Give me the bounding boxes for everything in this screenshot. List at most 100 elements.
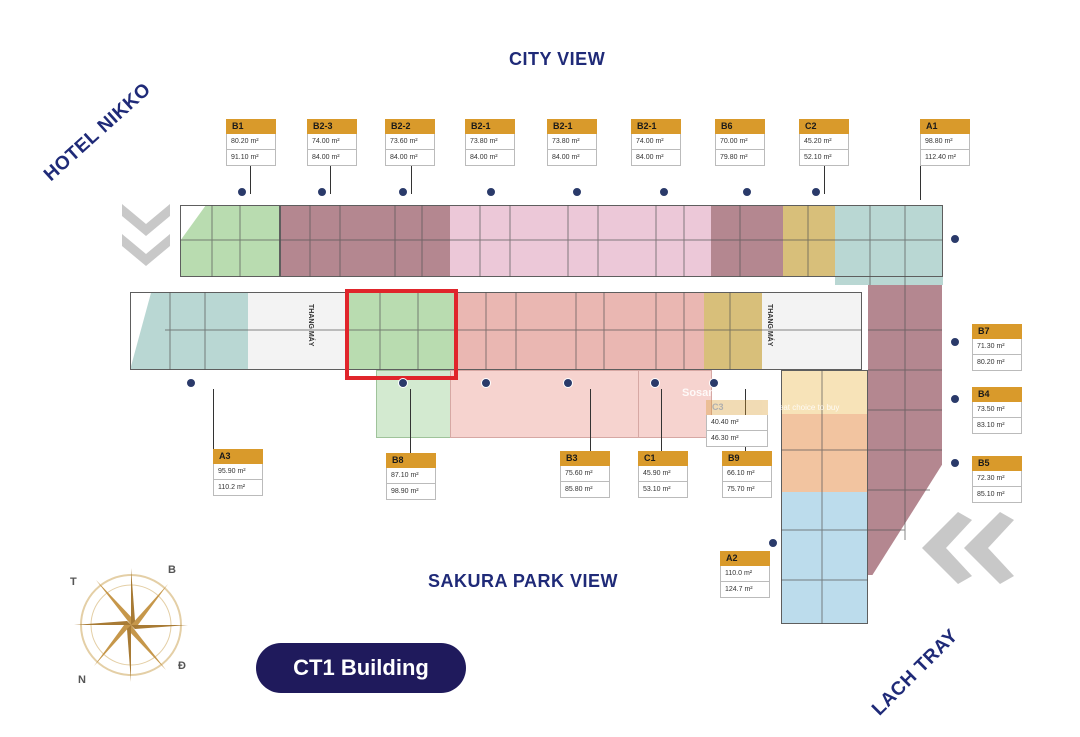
unit-code: B2-1 [631,119,681,134]
unit-marker-b9[interactable] [709,378,719,388]
plan-outline [280,205,943,277]
unit-tag-b2-2[interactable]: B2-2 73.60 m² 84.00 m² [385,119,435,166]
unit-b2-3-block [280,205,365,277]
unit-tag-b2-3[interactable]: B2-3 74.00 m² 84.00 m² [307,119,357,166]
unit-code: B8 [386,453,436,468]
unit-area-1: 95.90 m² [213,464,263,480]
unit-tag-b1[interactable]: B1 80.20 m² 91.10 m² [226,119,276,166]
unit-code: C1 [638,451,688,466]
unit-marker-b3-2[interactable] [563,378,573,388]
unit-code: B1 [226,119,276,134]
unit-code: A2 [720,551,770,566]
unit-code: B6 [715,119,765,134]
unit-area-2: 84.00 m² [385,150,435,166]
unit-c3-block [781,370,868,414]
unit-tag-b9[interactable]: B9 66.10 m² 75.70 m² [722,451,772,498]
unit-area-1: 74.00 m² [631,134,681,150]
unit-marker-b7[interactable] [950,337,960,347]
unit-marker-a2[interactable] [768,538,778,548]
unit-area-1: 71.30 m² [972,339,1022,355]
plan-outline [781,370,868,624]
selected-unit-highlight[interactable] [345,289,458,380]
unit-marker-a1[interactable] [950,234,960,244]
unit-code: A3 [213,449,263,464]
city-view-label: CITY VIEW [509,49,606,69]
leader-line [411,160,412,194]
unit-a1-block [835,205,943,285]
left-core-block [248,292,346,370]
compass-label-n: N [78,674,86,686]
unit-marker-b2-1-1[interactable] [486,187,496,197]
unit-area-1: 110.0 m² [720,566,770,582]
unit-area-2: 84.00 m² [465,150,515,166]
unit-code: B7 [972,324,1022,339]
leader-line [330,160,331,194]
building-label: CT1 Building [256,643,466,693]
unit-area-1: 45.90 m² [638,466,688,482]
unit-area-1: 87.10 m² [386,468,436,484]
unit-area-2: 75.70 m² [722,482,772,498]
unit-code: B4 [972,387,1022,402]
unit-tag-b6[interactable]: B6 70.00 m² 79.80 m² [715,119,765,166]
right-core-block [762,292,862,370]
watermark-brand: Sosanhnha.com [682,387,767,399]
leader-line [920,160,921,200]
unit-tag-b4[interactable]: B4 73.50 m² 83.10 m² [972,387,1022,434]
unit-marker-b2-2[interactable] [398,187,408,197]
unit-b2-2-block [365,205,450,277]
unit-area-1: 45.20 m² [799,134,849,150]
unit-area-1: 75.60 m² [560,466,610,482]
unit-tag-b7[interactable]: B7 71.30 m² 80.20 m² [972,324,1022,371]
unit-tag-b2-1-1[interactable]: B2-1 73.80 m² 84.00 m² [465,119,515,166]
unit-b6-block [711,205,783,277]
unit-marker-a3[interactable] [186,378,196,388]
unit-marker-b2-1-2[interactable] [572,187,582,197]
unit-area-2: 83.10 m² [972,418,1022,434]
unit-tag-b5[interactable]: B5 72.30 m² 85.10 m² [972,456,1022,503]
unit-area-2: 53.10 m² [638,482,688,498]
unit-tag-b2-1-2[interactable]: B2-1 73.80 m² 84.00 m² [547,119,597,166]
plan-outline [130,292,862,370]
unit-marker-c2[interactable] [811,187,821,197]
unit-tag-a3[interactable]: A3 95.90 m² 110.2 m² [213,449,263,496]
unit-area-1: 73.60 m² [385,134,435,150]
leader-line [661,389,662,451]
unit-tag-b8[interactable]: B8 87.10 m² 98.90 m² [386,453,436,500]
unit-marker-b6[interactable] [742,187,752,197]
unit-marker-b5[interactable] [950,458,960,468]
unit-code: B2-3 [307,119,357,134]
unit-marker-b3-1[interactable] [481,378,491,388]
unit-marker-b1[interactable] [237,187,247,197]
unit-tag-a2[interactable]: A2 110.0 m² 124.7 m² [720,551,770,598]
unit-tag-c1[interactable]: C1 45.90 m² 53.10 m² [638,451,688,498]
unit-tag-b3[interactable]: B3 75.60 m² 85.80 m² [560,451,610,498]
unit-marker-b2-1-3[interactable] [659,187,669,197]
compass-rose-icon [74,568,188,682]
compass-label-d: Đ [178,660,186,672]
unit-area-1: 40.40 m² [706,415,768,431]
unit-area-1: 70.00 m² [715,134,765,150]
unit-area-1: 72.30 m² [972,471,1022,487]
unit-area-2: 84.00 m² [547,150,597,166]
unit-marker-b4[interactable] [950,394,960,404]
unit-tag-a1[interactable]: A1 98.80 m² 112.40 m² [920,119,970,166]
unit-area-2: 98.90 m² [386,484,436,500]
compass-label-t: T [70,576,77,588]
compass-label-b: B [168,564,176,576]
unit-b9-block [704,292,762,370]
unit-marker-b8[interactable] [398,378,408,388]
leader-line [213,389,214,449]
unit-b8-block [348,292,456,370]
unit-area-2: 110.2 m² [213,480,263,496]
unit-tag-c2[interactable]: C2 45.20 m² 52.10 m² [799,119,849,166]
leader-line [590,389,591,451]
unit-marker-b2-3[interactable] [317,187,327,197]
unit-tag-c3[interactable]: C3 40.40 m² 46.30 m² [706,400,768,447]
unit-tag-b2-1-3[interactable]: B2-1 74.00 m² 84.00 m² [631,119,681,166]
unit-marker-c1[interactable] [650,378,660,388]
leader-line [250,160,251,194]
sakura-park-view-label: SAKURA PARK VIEW [428,571,619,591]
unit-a3-block [130,292,248,370]
unit-code: B3 [560,451,610,466]
unit-a2-block [781,492,868,624]
